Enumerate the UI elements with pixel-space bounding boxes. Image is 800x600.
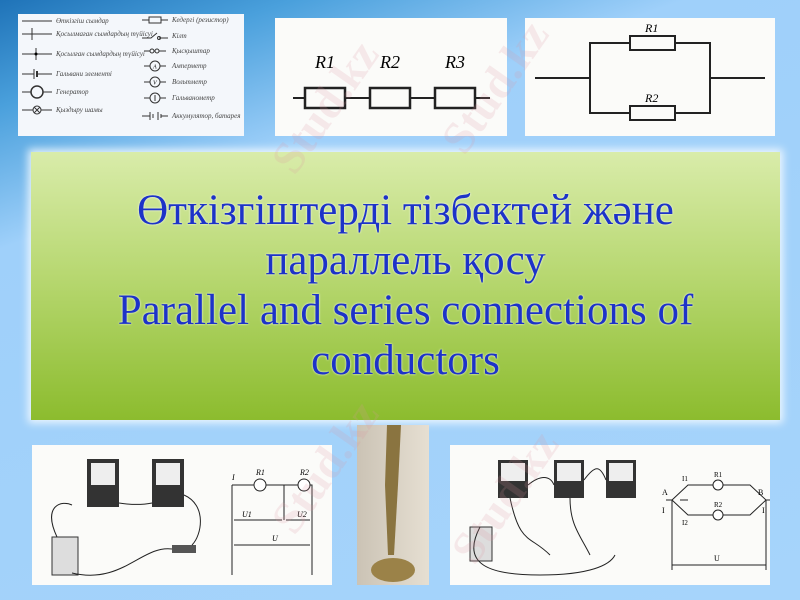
label-i2: I2 xyxy=(682,519,688,527)
label-r3: R3 xyxy=(444,52,465,72)
meter-device-3 xyxy=(606,460,636,498)
symbol-lamp: Қыздыру шамы xyxy=(22,104,103,116)
lamp-r2 xyxy=(712,509,724,521)
label-b: B xyxy=(758,488,763,497)
label-u1: U1 xyxy=(242,510,252,519)
symbol-cell: Гальвани элементі xyxy=(22,69,112,79)
meter-device-2 xyxy=(554,460,584,498)
parallel-circuit-illustration: A B I I I1 I2 R1 R2 U xyxy=(450,445,770,585)
symbol-clamps: Қысқыштар xyxy=(142,46,210,56)
label-r2: R2 xyxy=(299,468,309,477)
label-r1: R1 xyxy=(255,468,265,477)
title-line-english-2: conductors xyxy=(311,337,500,384)
label-r1: R1 xyxy=(314,52,335,72)
meter-device-1 xyxy=(498,460,528,498)
title-box: Өткізгіштерді тізбектей және параллель қ… xyxy=(31,152,780,420)
title-line-kazakh-2: параллель қосу xyxy=(265,237,546,284)
label-r2: R2 xyxy=(379,52,400,72)
symbol-wire: Өткізгіш сымдар xyxy=(22,17,109,25)
label-i-out: I xyxy=(762,506,765,515)
voltmeter-device-2 xyxy=(152,459,184,507)
switch-device xyxy=(172,545,196,553)
title-line-english-1: Parallel and series connections of xyxy=(117,287,694,334)
label-r1: R1 xyxy=(644,21,658,35)
symbol-junction: Қосылған сымдардың түйісуі xyxy=(22,48,145,60)
label-a: A xyxy=(662,488,668,497)
circuit-symbols-table: Өткізгіш сымдар Қосылмаған сымдардың түй… xyxy=(18,14,244,136)
battery-device xyxy=(469,526,493,562)
label-i1: I1 xyxy=(682,475,688,483)
title-line-kazakh-1: Өткізгіштерді тізбектей және xyxy=(137,187,674,234)
resistor-r1 xyxy=(629,35,676,51)
symbol-generator: Генератор xyxy=(22,84,89,100)
symbol-galvanometer: Гальванометр xyxy=(142,92,215,104)
label-u2: U2 xyxy=(297,510,307,519)
parallel-resistors-diagram: R1 R2 xyxy=(525,18,775,136)
lamp-r1 xyxy=(712,479,724,491)
svg-text:A: A xyxy=(152,65,157,71)
label-r2: R2 xyxy=(644,91,658,105)
label-i-in: I xyxy=(662,506,665,515)
series-circuit-illustration: I R1 R2 U1 U2 U xyxy=(32,445,332,585)
label-i: I xyxy=(231,473,235,482)
symbol-crossing: Қосылмаған сымдардың түйісуі xyxy=(22,28,153,40)
symbol-resistor: Кедергі (резистор) xyxy=(142,16,229,24)
svg-text:V: V xyxy=(153,81,158,87)
label-u: U xyxy=(272,534,279,543)
symbol-battery: Аккумулятор, батарея xyxy=(142,110,241,122)
series-resistors-diagram: R1 R2 R3 xyxy=(275,18,507,136)
label-u: U xyxy=(714,554,720,563)
voltmeter-device-1 xyxy=(87,459,119,507)
resistor-r2 xyxy=(629,105,676,121)
symbol-switch: Кілт xyxy=(142,31,187,41)
label-r2: R2 xyxy=(714,501,723,509)
resistor-r3 xyxy=(433,86,477,110)
lamp-r1 xyxy=(253,478,267,492)
statue-photo xyxy=(357,425,429,585)
resistor-r2 xyxy=(368,86,412,110)
lamp-r2 xyxy=(297,478,311,492)
label-r1: R1 xyxy=(714,471,723,479)
resistor-r1 xyxy=(303,86,347,110)
battery-device xyxy=(51,536,79,576)
